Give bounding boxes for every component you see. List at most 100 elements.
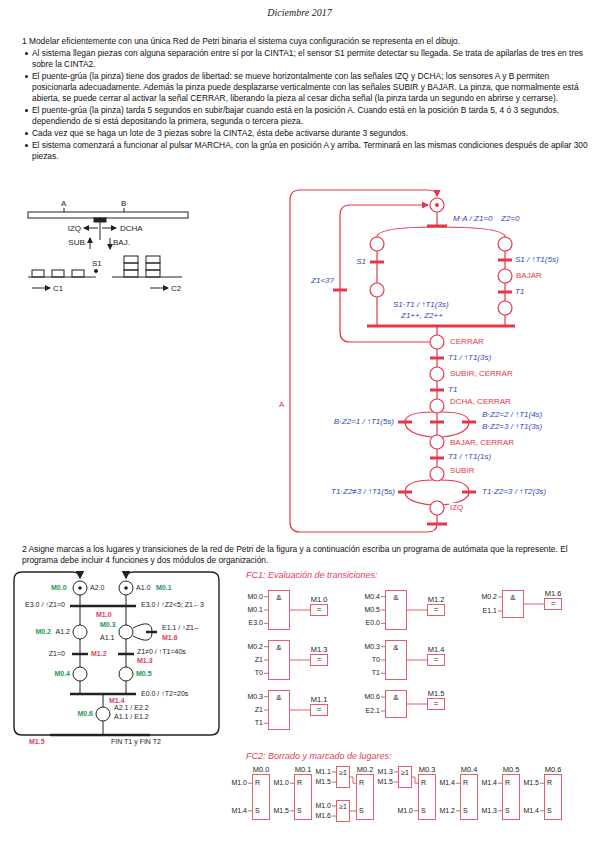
annotation: BAJAR xyxy=(515,271,543,280)
loop-arc xyxy=(14,572,80,735)
annotation: A2.0 xyxy=(89,584,105,592)
input-label: E2.1 xyxy=(366,707,380,715)
input-label: M1.5 xyxy=(273,807,289,815)
place xyxy=(430,501,444,515)
input-label: M0.3 xyxy=(247,693,263,701)
arc xyxy=(377,227,437,237)
annotation: Z2=0 xyxy=(500,214,520,223)
address-label: M1.6 xyxy=(545,589,562,598)
place xyxy=(430,335,444,349)
annotation: S1 xyxy=(92,259,102,268)
arc xyxy=(436,212,437,226)
operator-symbol: & xyxy=(386,641,406,653)
piece xyxy=(124,263,138,270)
input-label: T1 xyxy=(372,669,380,677)
text-column: 2 Asigne marcas a los lugares y transici… xyxy=(22,544,588,567)
input-label: T0 xyxy=(255,669,263,677)
input-label: M0.4 xyxy=(364,593,380,601)
connector xyxy=(407,704,427,705)
transition-bar xyxy=(398,491,412,494)
petri-net-exercise xyxy=(14,572,219,735)
set-pin: S xyxy=(297,807,302,815)
annotation: A1.0 xyxy=(135,584,151,592)
transitions xyxy=(50,606,157,735)
page-title: Diciembre 2017 xyxy=(0,7,599,18)
connector xyxy=(407,660,427,661)
connector xyxy=(290,610,310,611)
place xyxy=(430,435,444,449)
annotation: A2.1 / E2.2 xyxy=(113,704,150,712)
bullet-item: El sistema comenzará a funcionar al puls… xyxy=(22,140,588,162)
sensor-dot xyxy=(95,270,98,273)
reset-pin: R xyxy=(421,779,426,787)
arc xyxy=(80,595,81,606)
address-label: M0.4 xyxy=(461,765,478,774)
annotation: M0.4 xyxy=(53,670,71,678)
annotation: M0.0 xyxy=(50,584,68,592)
arc xyxy=(436,413,437,435)
annotation: S1·T1 / ↑T1(3s) xyxy=(392,300,450,309)
transition-bar xyxy=(398,421,412,424)
transition-bar xyxy=(430,357,444,360)
annotation: C1 xyxy=(53,284,63,293)
annotation: S1 / ↑T1(5s) xyxy=(514,255,560,264)
set-reset-block: M0.4RS xyxy=(460,774,478,820)
bullet-dot xyxy=(25,52,28,55)
reset-pin: R xyxy=(463,779,468,787)
output-coil: M1.6= xyxy=(544,598,562,610)
annotation: DCHA, CERRAR xyxy=(449,397,512,406)
place xyxy=(430,399,444,413)
annotation: M0.1 xyxy=(155,584,173,592)
annotation: M0.6 xyxy=(76,710,94,718)
or-block: ≥1 xyxy=(336,800,350,822)
input-label: T1 xyxy=(255,719,263,727)
set-reset-block: M0.3RS xyxy=(418,774,436,820)
paragraph-text: 1 Modelar eficientemente con una única R… xyxy=(22,36,460,46)
bullet-dot xyxy=(25,132,28,135)
places xyxy=(370,198,512,515)
bullet-item: El puente-grúa (la pinza) tiene dos grad… xyxy=(22,71,588,104)
transition-bar xyxy=(462,491,476,494)
annotation: BAJAR, CERRAR xyxy=(449,438,515,447)
transition-bar xyxy=(50,734,150,737)
address-label: M0.2 xyxy=(357,765,374,774)
transition-bar xyxy=(462,421,476,424)
piece xyxy=(146,270,160,277)
place xyxy=(370,283,384,297)
reset-pin: R xyxy=(505,779,510,787)
position-tick xyxy=(64,208,65,212)
operator-symbol: = xyxy=(311,655,327,665)
connector xyxy=(524,604,544,605)
bullet-dot xyxy=(25,75,28,78)
annotation: T1 xyxy=(447,385,458,394)
operator-symbol: = xyxy=(428,655,444,665)
text-column: 1 Modelar eficientemente con una única R… xyxy=(22,36,588,163)
arc xyxy=(376,251,377,283)
transitions xyxy=(333,226,515,524)
connector xyxy=(290,710,310,711)
input-label: M0.6 xyxy=(364,693,380,701)
arc xyxy=(405,412,433,437)
place xyxy=(430,367,444,381)
conveyor-belt xyxy=(28,277,96,278)
operator-symbol: & xyxy=(269,591,289,603)
place xyxy=(498,237,512,251)
annotation: M1.6 xyxy=(161,634,179,642)
set-reset-block: M0.1RS xyxy=(294,774,312,820)
annotation: E3.0 / ↑Z1=0 xyxy=(24,601,66,609)
address-label: M1.3 xyxy=(311,645,328,654)
transition-bar xyxy=(367,325,515,328)
input-label: M1.3 xyxy=(481,807,497,815)
operator-symbol: & xyxy=(386,691,406,703)
input-label: M0.3 xyxy=(364,643,380,651)
transition-bar xyxy=(118,653,134,656)
input-label: E0.0 xyxy=(366,619,380,627)
annotation: IZQ xyxy=(68,224,81,233)
annotation: SUBIR xyxy=(449,466,475,475)
input-label: Z1 xyxy=(255,706,263,714)
paragraph: 2 Asigne marcas a los lugares y transici… xyxy=(22,544,588,566)
token xyxy=(435,203,439,207)
input-label: E3.0 xyxy=(249,619,263,627)
input-label: M1.4 xyxy=(231,807,247,815)
transition-bar xyxy=(427,523,447,526)
